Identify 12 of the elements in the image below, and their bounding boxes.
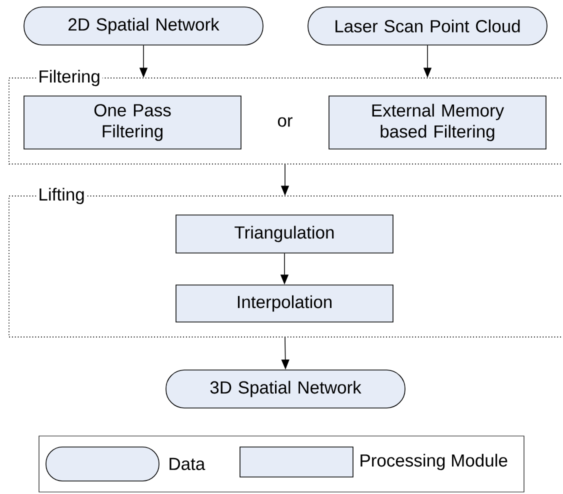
data-terminal: 3D Spatial Network xyxy=(166,370,406,408)
data-terminal: 2D Spatial Network xyxy=(24,6,264,46)
data-terminal: Laser Scan Point Cloud xyxy=(308,6,548,46)
process-box: Interpolation xyxy=(176,284,394,322)
process-box: Triangulation xyxy=(176,214,394,254)
legend-label: Processing Module xyxy=(360,454,508,470)
node-label: Lifting xyxy=(40,188,84,204)
legend-label: Data xyxy=(170,458,206,470)
process-box: One Pass Filtering xyxy=(24,96,242,150)
or-label: or xyxy=(278,117,292,127)
node-label: Filtering xyxy=(40,70,100,86)
process-box: External Memory based Filtering xyxy=(328,96,546,150)
